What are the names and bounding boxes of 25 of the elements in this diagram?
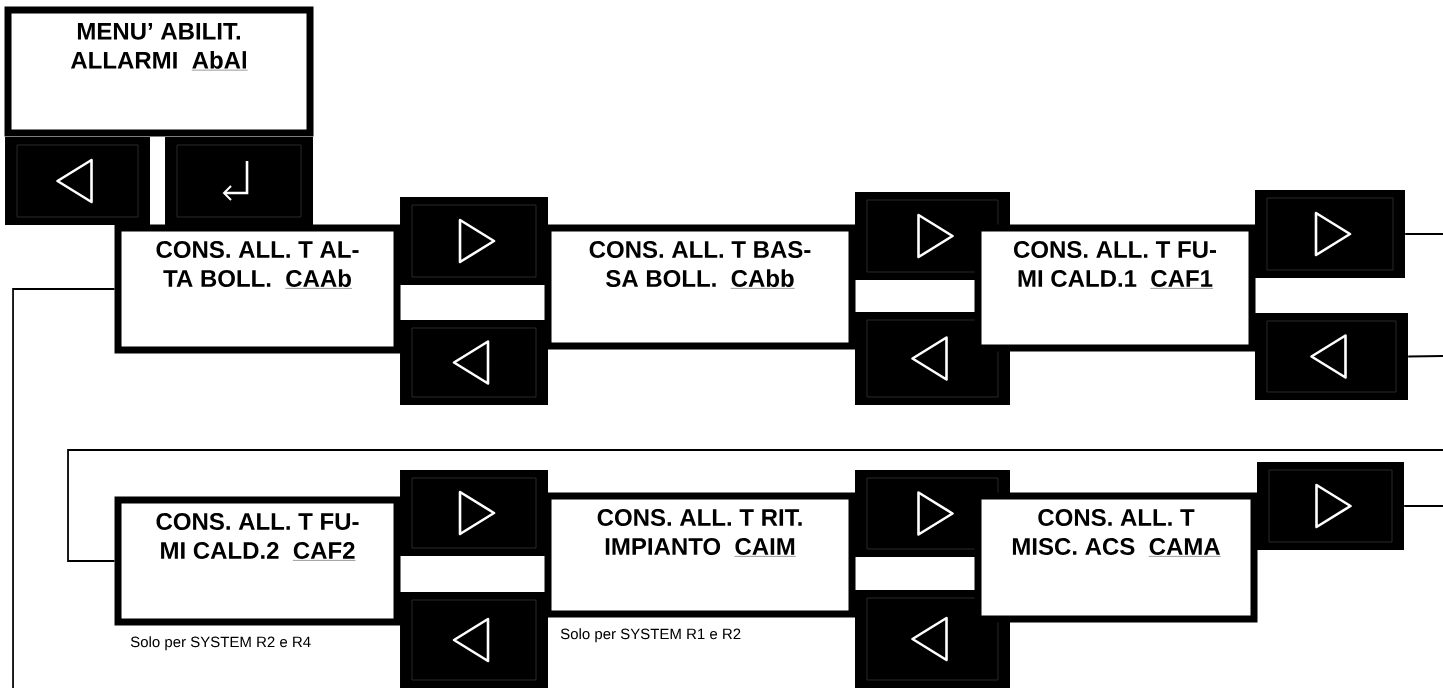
left-button xyxy=(400,320,548,405)
connector-line xyxy=(1407,355,1443,358)
right-button xyxy=(1257,462,1404,550)
left-button xyxy=(1255,313,1408,400)
menu-box: CONS. ALL. T FU- MI CALD.1 CAF1 xyxy=(974,224,1256,352)
right-button xyxy=(400,197,548,285)
connector-line xyxy=(67,449,1443,562)
left-button xyxy=(855,590,1010,688)
menu-box: CONS. ALL. T BAS- SA BOLL. CAbb xyxy=(544,224,856,350)
left-button xyxy=(400,592,548,688)
connector-line xyxy=(1404,233,1443,235)
left-button xyxy=(5,137,150,225)
note-text: Solo per SYSTEM R1 e R2 xyxy=(560,628,741,643)
connector-line xyxy=(12,288,116,688)
menu-box: MENU’ ABILIT. ALLARMI AbAl xyxy=(4,6,314,137)
connector-line xyxy=(1403,505,1443,507)
left-button xyxy=(855,312,1010,405)
right-button xyxy=(1255,190,1405,278)
menu-box: CONS. ALL. T MISC. ACS CAMA xyxy=(974,492,1258,623)
menu-box: CONS. ALL. T FU- MI CALD.2 CAF2 xyxy=(114,496,401,626)
right-button xyxy=(400,470,548,556)
enter-button xyxy=(165,137,313,225)
menu-box: CONS. ALL. T RIT. IMPIANTO CAIM xyxy=(544,492,856,618)
note-text: Solo per SYSTEM R2 e R4 xyxy=(130,636,311,651)
menu-box: CONS. ALL. T AL- TA BOLL. CAAb xyxy=(114,224,401,354)
